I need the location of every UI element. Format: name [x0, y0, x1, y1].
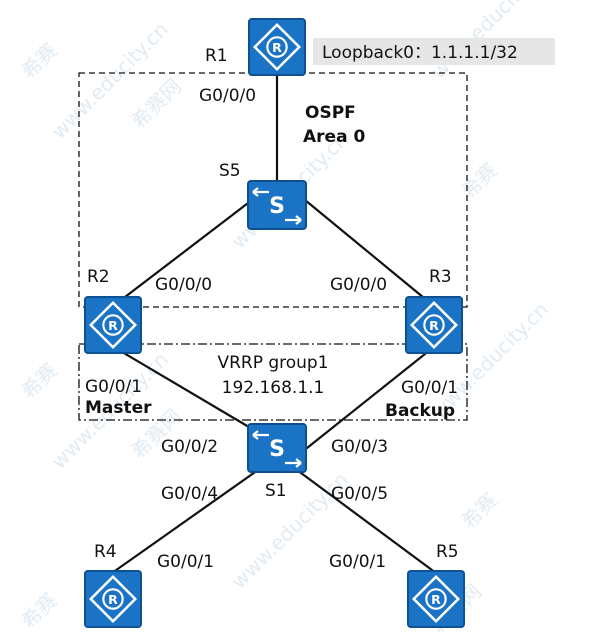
port-s1-g002: G0/0/2	[161, 437, 218, 457]
vrrp-ip-label: 192.168.1.1	[222, 378, 325, 398]
watermark-text: 希赛	[17, 588, 62, 633]
vrrp-group-label: VRRP group1	[217, 353, 328, 373]
switch-icon	[247, 180, 307, 230]
device-label-s5: S5	[219, 161, 241, 181]
device-label-s1: S1	[265, 481, 287, 501]
router-icon	[83, 296, 143, 354]
port-r3-g000: G0/0/0	[330, 275, 387, 295]
device-r3[interactable]: R3	[404, 267, 464, 354]
device-label-r4: R4	[94, 542, 117, 562]
vrrp-group-boundary	[78, 343, 468, 421]
watermark-text: 希赛网	[127, 74, 186, 133]
router-icon	[404, 296, 464, 354]
ospf-area-label: Area 0	[303, 127, 365, 147]
port-s1-g004: G0/0/4	[161, 484, 218, 504]
device-label-r5: R5	[436, 542, 459, 562]
device-label-r3: R3	[429, 267, 452, 287]
device-label-r1: R1	[205, 46, 228, 66]
device-r1[interactable]: R1	[205, 18, 307, 76]
port-r2-g001: G0/0/1	[85, 377, 142, 397]
watermark-text: www.educity.cn	[47, 17, 173, 143]
loopback-label: Loopback0：1.1.1.1/32	[322, 43, 518, 63]
link-s5-r2	[111, 199, 253, 308]
link-s1-r4	[111, 469, 259, 574]
vrrp-backup-label: Backup	[385, 401, 455, 421]
router-icon	[247, 18, 307, 76]
port-r3-g001: G0/0/1	[401, 378, 458, 398]
device-s1[interactable]: S1	[247, 423, 307, 501]
port-r2-g000: G0/0/0	[155, 275, 212, 295]
link-r2-s1	[111, 345, 255, 431]
ospf-label: OSPF	[305, 103, 356, 123]
watermark-text: 希赛	[457, 488, 502, 533]
port-s1-g005: G0/0/5	[331, 484, 388, 504]
device-s5[interactable]: S5	[219, 161, 307, 230]
watermark-text: 希赛	[17, 38, 62, 83]
link-s1-r5	[296, 469, 437, 574]
watermark-text: 希赛	[17, 358, 62, 403]
links	[111, 76, 437, 574]
loopback-callout	[313, 38, 555, 65]
router-icon	[406, 570, 466, 628]
port-r5-g001: G0/0/1	[329, 552, 386, 572]
switch-icon	[247, 423, 307, 473]
vrrp-master-label: Master	[85, 398, 152, 418]
device-label-r2: R2	[87, 267, 110, 287]
port-r4-g001: G0/0/1	[157, 552, 214, 572]
device-r2[interactable]: R2	[83, 267, 143, 354]
port-s1-g003: G0/0/3	[331, 437, 388, 457]
port-r1-g000: G0/0/0	[199, 86, 256, 106]
device-r4[interactable]: R4	[83, 542, 143, 628]
link-r3-s1	[301, 345, 436, 453]
link-s5-r3	[304, 199, 436, 308]
device-r5[interactable]: R5	[406, 542, 466, 628]
router-icon	[83, 570, 143, 628]
watermark-text: 希赛	[457, 158, 502, 203]
